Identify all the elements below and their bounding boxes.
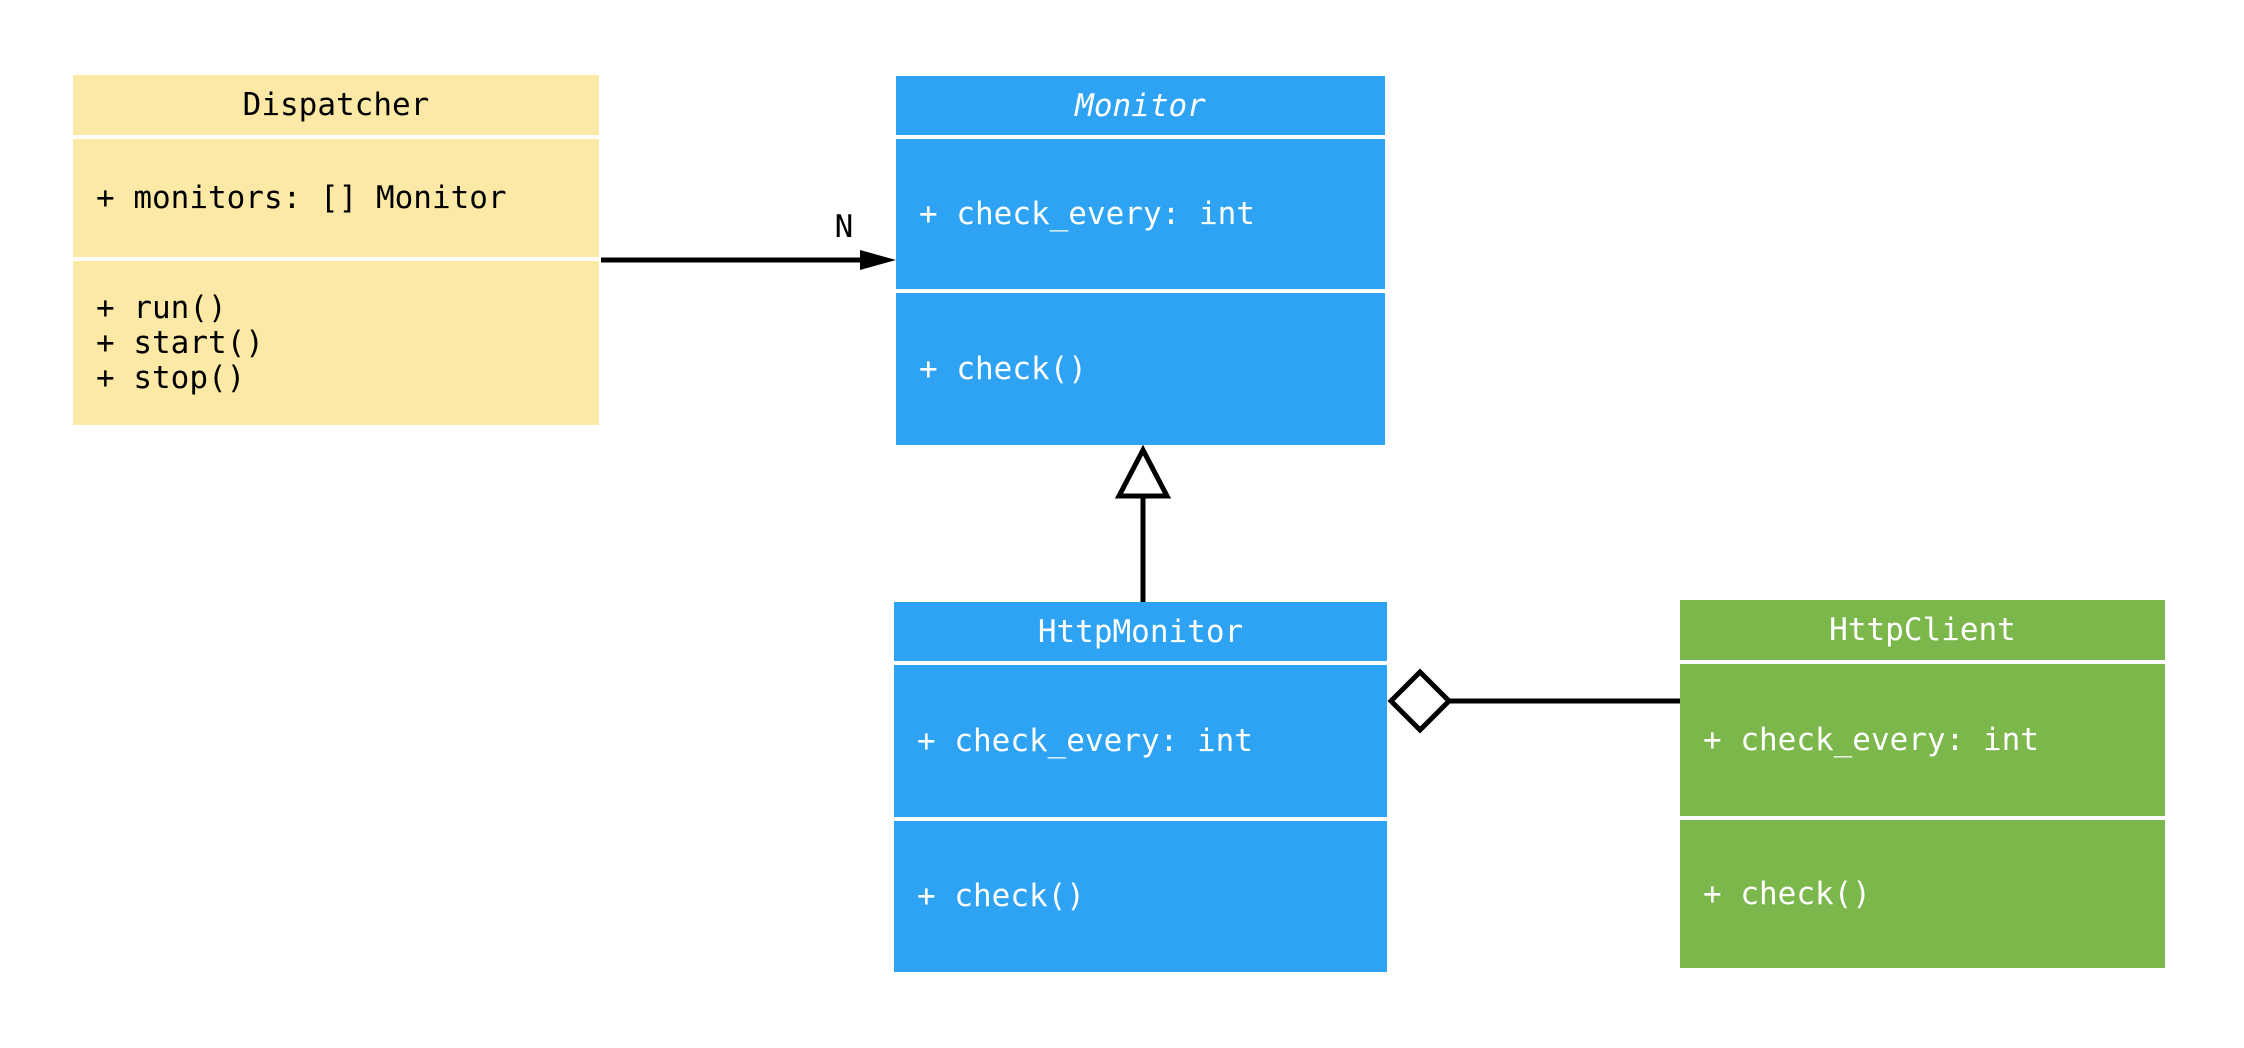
multiplicity-label: N: [834, 209, 854, 245]
class-method: + check(): [1703, 875, 1871, 912]
class-dispatcher: Dispatcher + monitors: [] Monitor + run(…: [73, 75, 599, 425]
class-attribute: + check_every: int: [917, 722, 1253, 759]
class-httpmonitor: HttpMonitor + check_every: int + check(): [894, 602, 1387, 972]
class-methods-section: + run() + start() + stop(): [73, 261, 599, 425]
class-method: + stop(): [96, 359, 246, 396]
inheritance-triangle-icon: [1114, 444, 1172, 499]
class-methods-section: + check(): [894, 821, 1387, 972]
aggregation-diamond-icon: [1387, 668, 1453, 734]
class-httpclient: HttpClient + check_every: int + check(): [1680, 600, 2165, 968]
aggregation-httpmonitor-httpclient: [1387, 668, 1681, 734]
class-attribute: + check_every: int: [919, 195, 1255, 232]
class-attributes-section: + check_every: int: [896, 139, 1385, 289]
class-attribute: + check_every: int: [1703, 721, 2039, 758]
class-attributes-section: + monitors: [] Monitor: [73, 139, 599, 257]
association-arrowhead-icon: [860, 250, 896, 270]
class-title: HttpMonitor: [894, 602, 1387, 661]
class-monitor: Monitor + check_every: int + check(): [896, 76, 1385, 445]
inheritance-httpmonitor-monitor: [1114, 444, 1172, 603]
class-title: HttpClient: [1680, 600, 2165, 660]
class-method: + run(): [96, 289, 227, 326]
class-attribute: + monitors: [] Monitor: [96, 179, 507, 216]
class-method: + check(): [917, 878, 1085, 914]
class-method: + check(): [919, 350, 1087, 387]
class-attributes-section: + check_every: int: [1680, 664, 2165, 816]
class-attributes-section: + check_every: int: [894, 665, 1387, 817]
class-methods-section: + check(): [1680, 820, 2165, 968]
association-dispatcher-monitor: [601, 250, 896, 270]
class-method: + start(): [96, 324, 264, 361]
class-title: Dispatcher: [73, 75, 599, 135]
class-methods-section: + check(): [896, 293, 1385, 445]
class-title: Monitor: [896, 76, 1385, 135]
